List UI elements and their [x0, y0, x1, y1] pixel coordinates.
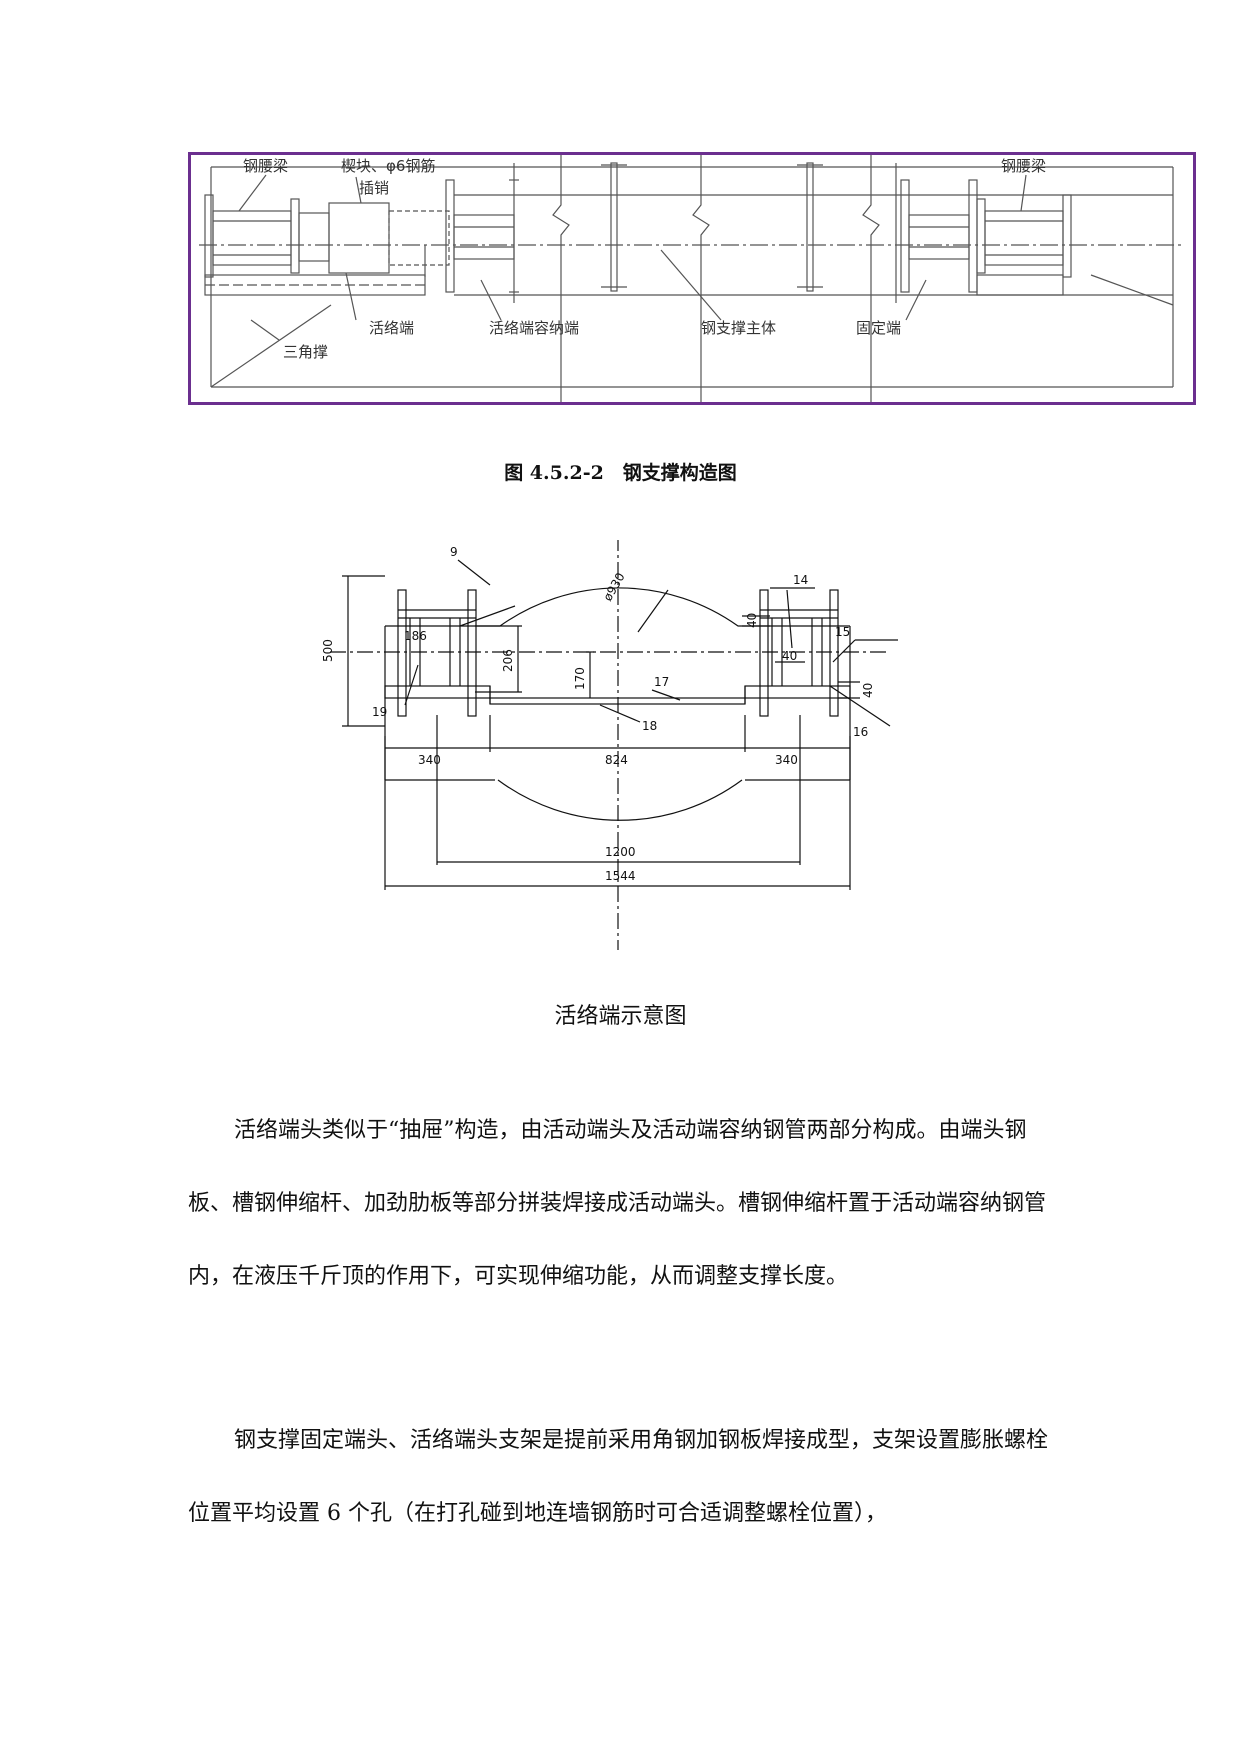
label-wedge: 楔块、φ6钢筋: [341, 157, 435, 175]
figure1-caption: 图 4.5.2-2 钢支撑构造图: [504, 462, 737, 484]
live-end-schematic-drawing: 9 14 15 16 17 18 19 ø930 500 186 206 170…: [321, 535, 898, 950]
callout-15: 15: [835, 625, 850, 639]
label-waist-beam-right: 钢腰梁: [1001, 157, 1046, 175]
dim-186: 186: [404, 629, 427, 643]
label-fixed-end: 固定端: [856, 319, 901, 337]
label-waist-beam-left: 钢腰梁: [243, 157, 288, 175]
dim-1544: 1544: [605, 869, 636, 883]
callout-19: 19: [372, 705, 387, 719]
dim-40-mid: 40: [782, 649, 797, 663]
dim-1200: 1200: [605, 845, 636, 859]
dim-40-top: 40: [745, 613, 759, 628]
dim-824: 824: [605, 753, 628, 767]
dim-340-left: 340: [418, 753, 441, 767]
dim-40-right: 40: [861, 683, 875, 698]
label-triangle-brace: 三角撑: [283, 343, 328, 361]
dim-206: 206: [501, 649, 515, 672]
dim-930: ø930: [600, 570, 627, 603]
dim-340-right: 340: [775, 753, 798, 767]
live-end-schematic-figure: 9 14 15 16 17 18 19 ø930 500 186 206 170…: [300, 535, 1000, 950]
label-live-end-housing: 活络端容纳端: [489, 319, 579, 337]
paragraph-bracket-description: 钢支撑固定端头、活络端头支架是提前采用角钢加钢板焊接成型，支架设置膨胀螺栓位置平…: [188, 1428, 1049, 1526]
callout-17: 17: [654, 675, 669, 689]
label-pin: 插销: [359, 179, 389, 197]
callout-14: 14: [793, 573, 808, 587]
callout-16: 16: [853, 725, 868, 739]
label-live-end: 活络端: [369, 319, 414, 337]
callout-18: 18: [642, 719, 657, 733]
dim-500: 500: [321, 639, 335, 662]
strut-construction-drawing: 钢腰梁 楔块、φ6钢筋 插销 钢腰梁 三角撑 活络端 活络端容纳端 钢支撑主体 …: [199, 155, 1181, 402]
figure2-caption: 活络端示意图: [554, 1004, 687, 1029]
paragraph-live-end-description: 活络端头类似于“抽屉”构造，由活动端头及活动端容纳钢管两部分构成。由端头钢板、槽…: [188, 1118, 1047, 1289]
callout-9: 9: [450, 545, 458, 559]
label-strut-body: 钢支撑主体: [701, 319, 776, 337]
dim-170: 170: [573, 667, 587, 690]
strut-construction-figure: 钢腰梁 楔块、φ6钢筋 插销 钢腰梁 三角撑 活络端 活络端容纳端 钢支撑主体 …: [188, 152, 1196, 405]
